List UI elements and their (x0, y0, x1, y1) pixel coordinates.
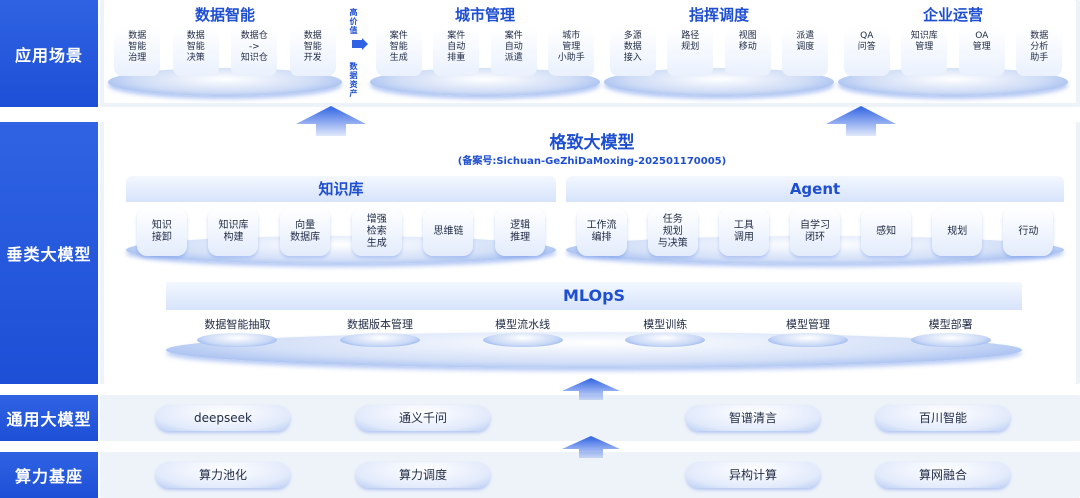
mlops-item-disc (767, 333, 848, 347)
mlops-item[interactable]: 模型部署 (891, 318, 1011, 348)
app-item[interactable]: OA 管理 (958, 28, 1005, 76)
mlops-item-label: 模型部署 (928, 318, 973, 331)
application-layer: 应用场景 数据智能 数据 智能 治理 数据 智能 决策 数据仓 -> 知识仓 数… (0, 0, 1080, 107)
side-note-data-asset: 数据资产 (349, 62, 358, 98)
side-note-high-value: 高价值 (349, 8, 358, 35)
app-group-title: 数据智能 (194, 6, 255, 24)
agent-panel: Agent 工作流 编排 任务 规划 与决策 工具 调用 自学习 闭环 感知 规… (566, 176, 1064, 264)
mlops-item-label: 模型管理 (785, 318, 830, 331)
app-item[interactable]: 数据 智能 开发 (289, 28, 336, 76)
model-title: 格致大模型 (549, 133, 635, 153)
app-group-title: 城市管理 (454, 6, 515, 24)
general-model-layer-label: 通用大模型 (0, 395, 98, 441)
agent-item[interactable]: 工作流 编排 (576, 208, 627, 256)
compute-chip[interactable]: 异构计算 (686, 462, 820, 488)
app-item[interactable]: 知识库 管理 (901, 28, 948, 76)
app-item[interactable]: 案件 自动 排重 (433, 28, 480, 76)
mlops-item-disc (625, 333, 706, 347)
agent-item[interactable]: 任务 规划 与决策 (647, 208, 698, 256)
mlops-item-disc (482, 333, 563, 347)
app-group-title: 企业运营 (922, 6, 983, 24)
vertical-model-layer-label: 垂类大模型 (0, 122, 98, 384)
mlops-item-disc (339, 333, 420, 347)
mlops-item[interactable]: 模型训练 (605, 318, 725, 348)
vertical-model-layer: 垂类大模型 格致大模型 (备案号:Sichuan-GeZhiDaMoxing-2… (0, 106, 1080, 384)
general-model-chip[interactable]: deepseek (156, 405, 290, 431)
knowledge-base-title: 知识库 (126, 176, 556, 202)
application-layer-label: 应用场景 (0, 0, 98, 107)
app-item[interactable]: 数据 分析 助手 (1016, 28, 1063, 76)
arrow-right-icon (352, 38, 368, 50)
agent-item[interactable]: 自学习 闭环 (789, 208, 840, 256)
app-item[interactable]: 数据 智能 治理 (114, 28, 161, 76)
compute-chip[interactable]: 算力调度 (356, 462, 490, 488)
mlops-item[interactable]: 模型流水线 (463, 318, 583, 348)
compute-chip[interactable]: 算力池化 (156, 462, 290, 488)
agent-item[interactable]: 行动 (1003, 208, 1054, 256)
compute-layer: 算力基座 算力池化 算力调度 异构计算 算网融合 (0, 452, 1080, 498)
arrow-up-icon (562, 378, 620, 400)
knowledge-base-item[interactable]: 逻辑 推理 (495, 208, 546, 256)
app-group-command-dispatch: 指挥调度 多源 数据 接入 路径 规划 视图 移动 派遣 调度 (604, 0, 834, 100)
knowledge-base-item[interactable]: 思维链 (423, 208, 474, 256)
app-item[interactable]: 案件 智能 生成 (375, 28, 422, 76)
app-item[interactable]: 路径 规划 (667, 28, 714, 76)
knowledge-base-item[interactable]: 增强 检索 生成 (351, 208, 402, 256)
app-group-city-management: 城市管理 案件 智能 生成 案件 自动 排重 案件 自动 派遣 城市 管理 小助… (370, 0, 600, 100)
compute-chip[interactable]: 算网融合 (876, 462, 1010, 488)
app-item[interactable]: 数据仓 -> 知识仓 (231, 28, 278, 76)
mlops-item[interactable]: 模型管理 (748, 318, 868, 348)
knowledge-base-item[interactable]: 知识库 构建 (208, 208, 259, 256)
app-item[interactable]: 案件 自动 派遣 (490, 28, 537, 76)
knowledge-base-platform (126, 236, 556, 264)
app-item[interactable]: 多源 数据 接入 (609, 28, 656, 76)
mlops-item-label: 数据智能抽取 (204, 318, 271, 331)
app-item[interactable]: 数据 智能 决策 (172, 28, 219, 76)
model-record-number: (备案号:Sichuan-GeZhiDaMoxing-202501170005) (457, 156, 727, 167)
arrow-up-icon (562, 436, 620, 458)
knowledge-base-panel: 知识库 知识 接卸 知识库 构建 向量 数据库 增强 检索 生成 思维链 逻辑 … (126, 176, 556, 264)
mlops-item[interactable]: 数据版本管理 (320, 318, 440, 348)
general-model-chip[interactable]: 通义千问 (356, 405, 490, 431)
mlops-platform (166, 332, 1022, 368)
agent-item[interactable]: 规划 (932, 208, 983, 256)
app-item[interactable]: QA 问答 (843, 28, 890, 76)
app-group-data-intelligence: 数据智能 数据 智能 治理 数据 智能 决策 数据仓 -> 知识仓 数据 智能 … (108, 0, 342, 100)
mlops-item-disc (910, 333, 991, 347)
mlops-title: MLOpS (166, 282, 1022, 310)
mlops-item-label: 数据版本管理 (346, 318, 413, 331)
mlops-item[interactable]: 数据智能抽取 (177, 318, 297, 348)
mlops-item-label: 模型训练 (643, 318, 688, 331)
agent-item[interactable]: 感知 (861, 208, 912, 256)
mlops-item-disc (197, 333, 278, 347)
knowledge-base-item[interactable]: 知识 接卸 (136, 208, 187, 256)
agent-title: Agent (566, 176, 1064, 202)
app-item[interactable]: 派遣 调度 (782, 28, 829, 76)
general-model-chip[interactable]: 百川智能 (876, 405, 1010, 431)
arrow-up-icon (296, 106, 366, 136)
app-group-enterprise-operations: 企业运营 QA 问答 知识库 管理 OA 管理 数据 分析 助手 (838, 0, 1068, 100)
compute-layer-label: 算力基座 (0, 452, 98, 498)
agent-item[interactable]: 工具 调用 (718, 208, 769, 256)
knowledge-base-item[interactable]: 向量 数据库 (280, 208, 331, 256)
mlops-item-label: 模型流水线 (495, 318, 551, 331)
general-model-layer: 通用大模型 deepseek 通义千问 智谱清言 百川智能 (0, 395, 1080, 441)
arrow-up-icon (826, 106, 896, 136)
app-group-title: 指挥调度 (688, 6, 749, 24)
app-item[interactable]: 视图 移动 (724, 28, 771, 76)
app-item[interactable]: 城市 管理 小助手 (548, 28, 595, 76)
general-model-chip[interactable]: 智谱清言 (686, 405, 820, 431)
